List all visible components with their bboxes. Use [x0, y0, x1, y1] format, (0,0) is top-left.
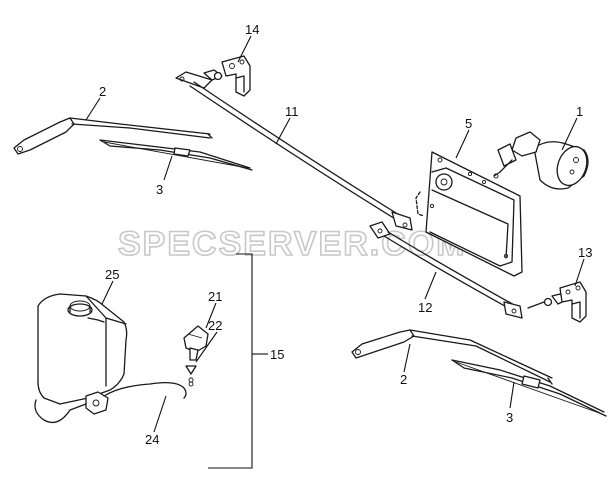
callout-wiper-arm-left: 2: [99, 84, 106, 99]
callout-washer-group: 15: [270, 347, 284, 362]
callout-labels: 14 2 3 11 5 1 13 12 2 3 25 21 22 15 24: [99, 22, 592, 447]
watermark: SPECSERVER.COM: [118, 225, 467, 263]
washer-hose: [34, 382, 187, 424]
callout-washer-hose: 24: [145, 432, 159, 447]
washer-reservoir: [37, 293, 128, 415]
callout-link-rod-lower: 12: [418, 300, 432, 315]
link-rod-lower: [369, 221, 523, 319]
wiper-blade-left: [99, 139, 253, 171]
callout-wiper-arm-right: 2: [400, 372, 407, 387]
callout-link-rod-upper: 11: [285, 104, 299, 119]
callout-wiper-blade-right: 3: [506, 410, 513, 425]
leader-lines: [85, 35, 585, 433]
callout-motor: 1: [576, 104, 583, 119]
callout-washer-reservoir: 25: [105, 267, 119, 282]
washer-nozzle: [183, 325, 209, 361]
callout-linkage-plate: 5: [465, 116, 472, 131]
pivot-right: [527, 281, 587, 323]
linkage-plate: [415, 151, 523, 277]
callout-wiper-blade-left: 3: [156, 182, 163, 197]
wiper-arm-left: [13, 117, 213, 155]
callout-pivot-left: 14: [245, 22, 259, 37]
wiper-arm-right: [351, 329, 553, 385]
callout-clip: 22: [208, 318, 222, 333]
washer-group-bracket: [208, 253, 268, 469]
wiper-motor: [493, 131, 589, 190]
link-rod-upper: [189, 81, 413, 231]
callout-pivot-right: 13: [578, 245, 592, 260]
pivot-left: [175, 55, 251, 97]
washer-clip: [185, 365, 197, 387]
callout-nozzle: 21: [208, 289, 222, 304]
wiper-blade-right: [451, 359, 607, 417]
